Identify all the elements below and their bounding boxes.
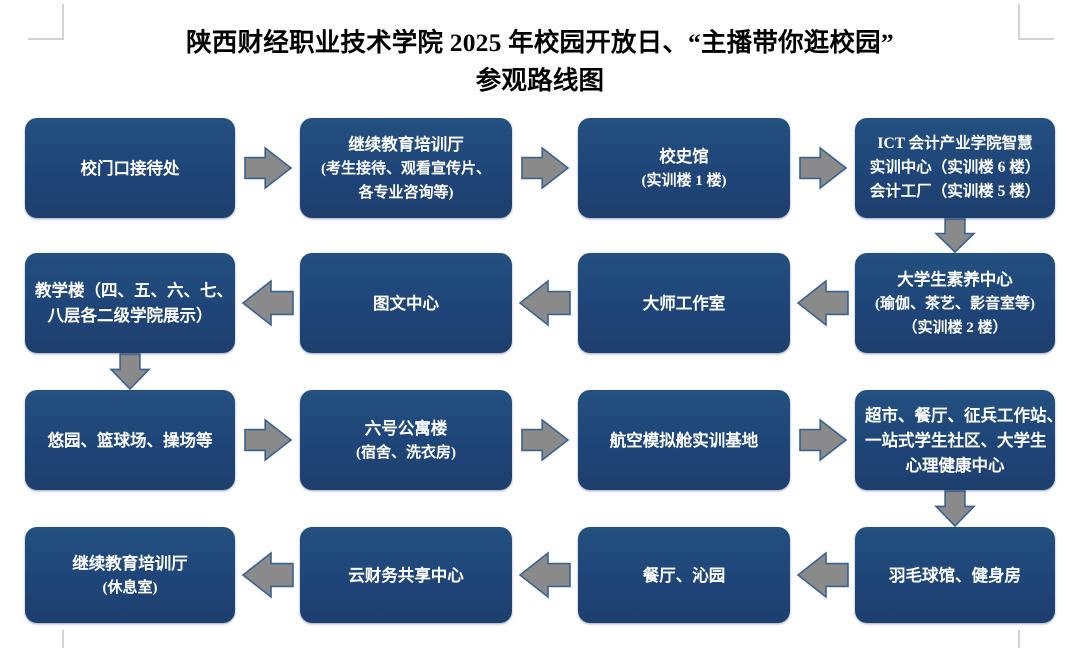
route-node[interactable]: 航空模拟舱实训基地 xyxy=(578,390,790,490)
route-node-line: 超市、餐厅、征兵工作站、 xyxy=(865,405,1063,425)
flow-arrow-right xyxy=(243,146,292,190)
flow-arrow-left xyxy=(518,279,571,327)
route-node[interactable]: 悠园、篮球场、操场等 xyxy=(25,390,235,490)
route-node[interactable]: 餐厅、沁园 xyxy=(578,527,790,623)
route-node-line: 航空模拟舱实训基地 xyxy=(609,430,759,450)
route-node[interactable]: 大师工作室 xyxy=(578,253,790,353)
route-node-line: 一站式学生社区、大学生 xyxy=(865,430,1047,450)
route-node-line: 六号公寓楼 xyxy=(364,418,448,438)
route-node[interactable]: 继续教育培训厅 (考生接待、观看宣传片、各专业咨询等) xyxy=(300,118,512,218)
page-title-line-1: 陕西财经职业技术学院 2025 年校园开放日、“主播带你逛校园” xyxy=(186,28,894,57)
flow-arrow-left xyxy=(518,551,571,599)
page-title-line-2: 参观路线图 xyxy=(475,66,605,95)
flow-arrow-left xyxy=(241,279,294,327)
route-node[interactable]: 校史馆 (实训楼 1 楼) xyxy=(578,118,790,218)
route-node[interactable]: 云财务共享中心 xyxy=(300,527,512,623)
route-node-line: 图文中心 xyxy=(373,293,439,313)
route-node-line: 实训中心（实训楼 6 楼） xyxy=(869,159,1041,176)
route-node[interactable]: 继续教育培训厅 (休息室) xyxy=(25,527,235,623)
route-node[interactable]: 教学楼（四、五、六、七、八层各二级学院展示） xyxy=(25,253,235,353)
route-node-line: （实训楼 2 楼） xyxy=(902,319,1008,336)
route-node[interactable]: ICT 会计产业学院智慧实训中心（实训楼 6 楼） 会计工厂（实训楼 5 楼） xyxy=(855,118,1055,218)
route-node-line: (宿舍、洗衣房) xyxy=(356,444,456,461)
page-title: 陕西财经职业技术学院 2025 年校园开放日、“主播带你逛校园” 参观路线图 xyxy=(0,24,1080,100)
flow-arrow-down xyxy=(934,218,976,254)
route-node-line: ICT 会计产业学院智慧 xyxy=(877,135,1033,152)
route-node[interactable]: 大学生素养中心 (瑜伽、茶艺、影音室等) （实训楼 2 楼） xyxy=(855,253,1055,353)
route-node-line: 云财务共享中心 xyxy=(348,565,464,585)
route-node[interactable]: 图文中心 xyxy=(300,253,512,353)
route-node-line: 餐厅、沁园 xyxy=(642,565,726,585)
flow-arrow-right xyxy=(798,146,847,190)
route-node[interactable]: 超市、餐厅、征兵工作站、一站式学生社区、大学生心理健康中心 xyxy=(855,390,1063,490)
route-node[interactable]: 羽毛球馆、健身房 xyxy=(855,527,1055,623)
flow-arrow-left xyxy=(241,551,294,599)
route-node[interactable]: 六号公寓楼 (宿舍、洗衣房) xyxy=(300,390,512,490)
route-node-line: 校史馆 xyxy=(659,146,709,166)
flow-arrow-right xyxy=(798,418,847,462)
flow-arrow-left xyxy=(796,551,849,599)
flow-arrow-down xyxy=(109,353,151,391)
route-node-line: 继续教育培训厅 xyxy=(348,134,464,154)
route-node-line: (休息室) xyxy=(102,579,158,596)
route-node-line: (实训楼 1 楼) xyxy=(641,172,727,189)
route-node-line: 羽毛球馆、健身房 xyxy=(889,565,1021,585)
flow-arrow-right xyxy=(521,146,570,190)
route-node-line: (考生接待、观看宣传片、 xyxy=(321,160,491,177)
flow-arrow-right xyxy=(243,418,292,462)
route-node-line: 悠园、篮球场、操场等 xyxy=(47,430,213,450)
flow-arrow-down xyxy=(934,490,976,528)
route-node-line: 继续教育培训厅 xyxy=(72,553,188,573)
route-node-line: 八层各二级学院展示） xyxy=(47,306,213,325)
route-node-line: 心理健康中心 xyxy=(905,455,1005,475)
route-node[interactable]: 校门口接待处 xyxy=(25,118,235,218)
route-node-line: 大师工作室 xyxy=(642,293,726,313)
route-node-line: 教学楼（四、五、六、七、 xyxy=(35,281,233,300)
flow-arrow-right xyxy=(521,418,570,462)
route-node-line: 会计工厂（实训楼 5 楼） xyxy=(869,183,1041,200)
route-node-line: 大学生素养中心 xyxy=(897,269,1013,289)
route-node-line: 各专业咨询等) xyxy=(358,184,454,201)
route-node-line: (瑜伽、茶艺、影音室等) xyxy=(875,295,1035,312)
route-node-line: 校门口接待处 xyxy=(80,158,180,178)
flow-arrow-left xyxy=(796,279,849,327)
